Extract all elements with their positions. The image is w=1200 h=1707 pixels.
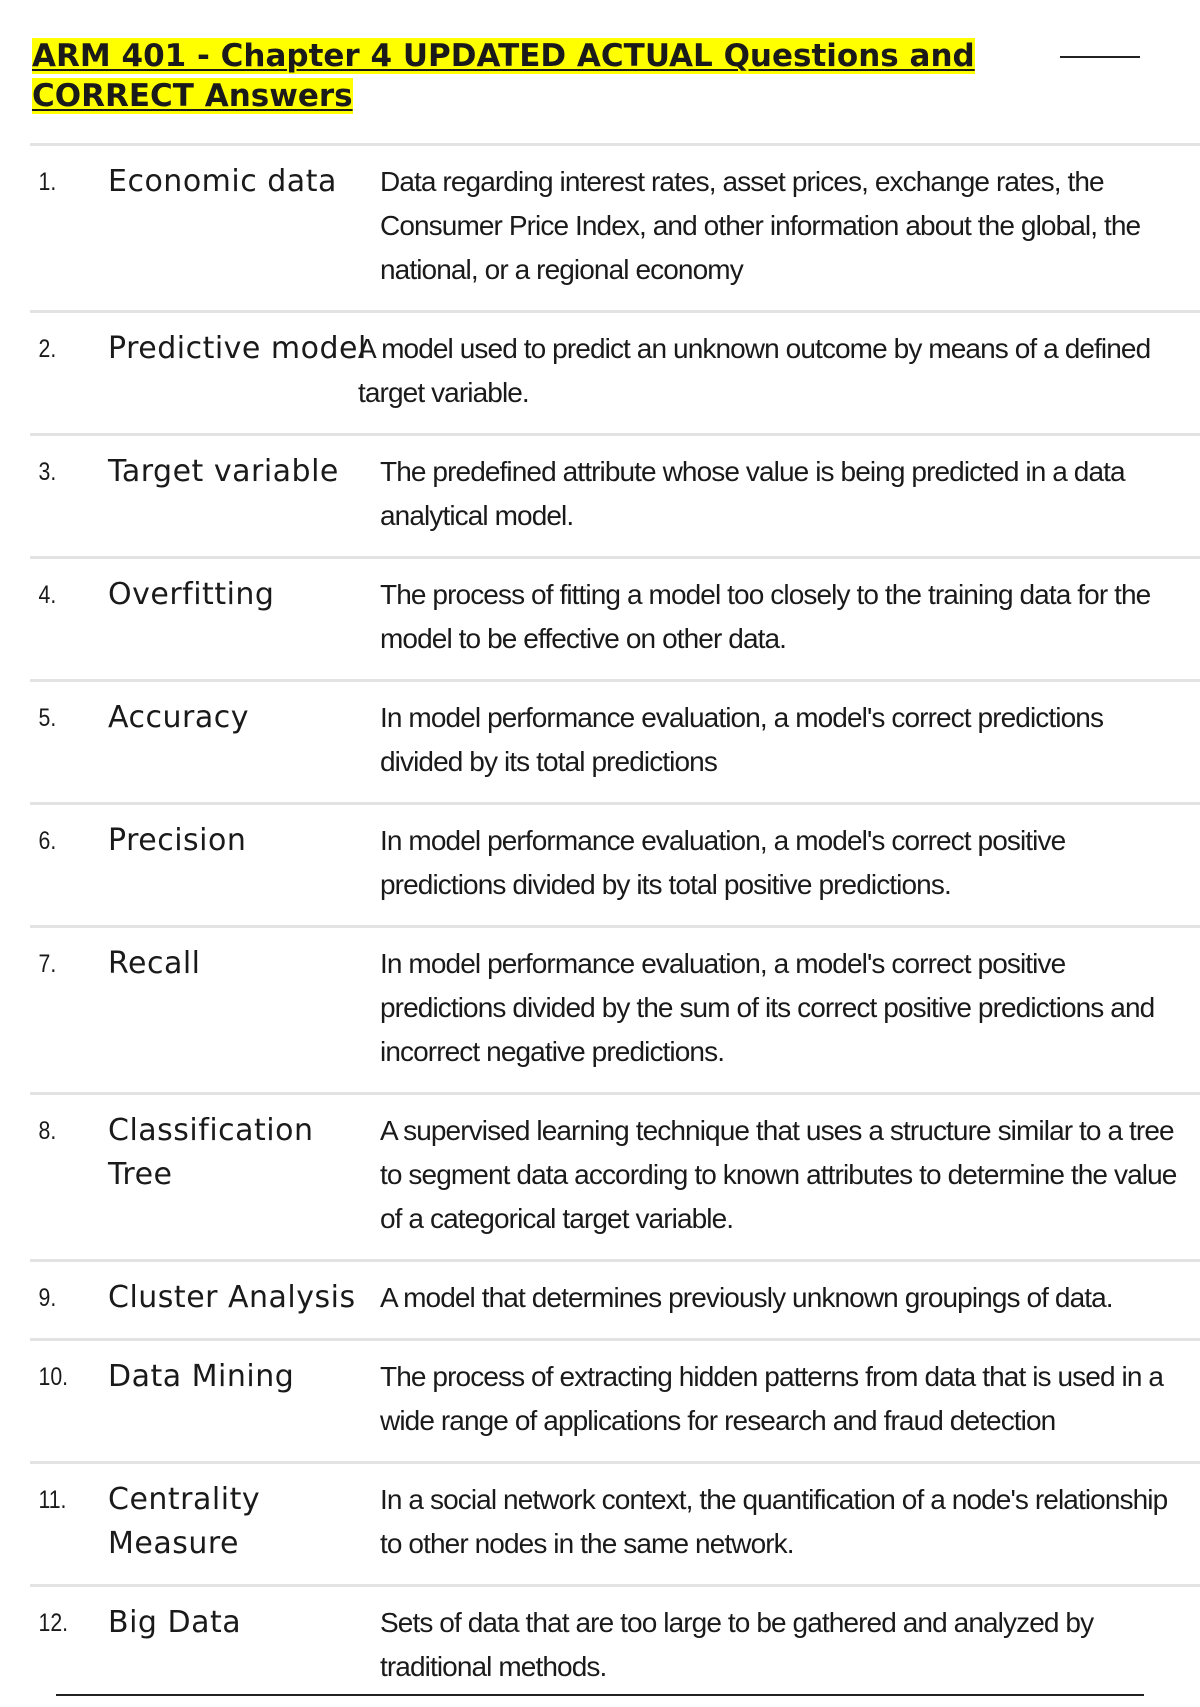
list-item: 6. Precision In model performance evalua… bbox=[30, 802, 1200, 925]
item-number: 5. bbox=[38, 704, 57, 732]
item-term: Economic data bbox=[108, 164, 337, 199]
list-item: 1. Economic data Data regarding interest… bbox=[30, 143, 1200, 310]
footer-rule bbox=[56, 1694, 1144, 1696]
document-title-text: ARM 401 - Chapter 4 UPDATED ACTUAL Quest… bbox=[32, 38, 975, 114]
list-item: 9. Cluster Analysis A model that determi… bbox=[30, 1259, 1200, 1338]
item-number: 11. bbox=[38, 1486, 67, 1514]
item-definition: The predefined attribute whose value is … bbox=[380, 456, 1126, 531]
item-definition: Sets of data that are too large to be ga… bbox=[380, 1607, 1094, 1682]
list-item: 8. Classification Tree A supervised lear… bbox=[30, 1092, 1200, 1259]
list-item: 3. Target variable The predefined attrib… bbox=[30, 433, 1200, 556]
document-title: ARM 401 - Chapter 4 UPDATED ACTUAL Quest… bbox=[32, 36, 1132, 116]
item-term: Recall bbox=[108, 946, 201, 981]
item-term: Data Mining bbox=[108, 1359, 295, 1394]
list-item: 2. Predictive model A model used to pred… bbox=[30, 310, 1200, 433]
flashcard-list: 1. Economic data Data regarding interest… bbox=[30, 143, 1200, 1707]
list-item: 7. Recall In model performance evaluatio… bbox=[30, 925, 1200, 1092]
item-definition: A supervised learning technique that use… bbox=[380, 1115, 1177, 1234]
item-definition: The process of fitting a model too close… bbox=[380, 579, 1151, 654]
item-number: 8. bbox=[38, 1117, 57, 1145]
list-item: 4. Overfitting The process of fitting a … bbox=[30, 556, 1200, 679]
item-term: Overfitting bbox=[108, 577, 275, 612]
item-term: Centrality Measure bbox=[108, 1482, 261, 1561]
item-number: 6. bbox=[38, 827, 57, 855]
title-rule bbox=[1060, 56, 1140, 58]
item-definition: The process of extracting hidden pattern… bbox=[380, 1361, 1164, 1436]
list-item: 5. Accuracy In model performance evaluat… bbox=[30, 679, 1200, 802]
list-item: 12. Big Data Sets of data that are too l… bbox=[30, 1584, 1200, 1707]
item-number: 4. bbox=[38, 581, 57, 609]
item-number: 2. bbox=[38, 335, 57, 363]
item-definition: In model performance evaluation, a model… bbox=[380, 702, 1104, 777]
item-definition: In a social network context, the quantif… bbox=[380, 1484, 1168, 1559]
item-definition: In model performance evaluation, a model… bbox=[380, 948, 1155, 1067]
item-definition: In model performance evaluation, a model… bbox=[380, 825, 1066, 900]
item-term: Big Data bbox=[108, 1605, 242, 1640]
item-definition: A model used to predict an unknown outco… bbox=[358, 333, 1151, 408]
item-term: Precision bbox=[108, 823, 247, 858]
item-number: 12. bbox=[38, 1609, 69, 1637]
list-item: 11. Centrality Measure In a social netwo… bbox=[30, 1461, 1200, 1584]
item-term: Accuracy bbox=[108, 700, 249, 735]
item-number: 7. bbox=[38, 950, 57, 978]
item-definition: A model that determines previously unkno… bbox=[380, 1282, 1114, 1313]
item-term: Cluster Analysis bbox=[108, 1280, 356, 1315]
item-term: Classification Tree bbox=[108, 1113, 314, 1192]
item-number: 10. bbox=[38, 1363, 69, 1391]
item-number: 1. bbox=[38, 168, 57, 196]
item-number: 3. bbox=[38, 458, 57, 486]
item-definition: Data regarding interest rates, asset pri… bbox=[380, 166, 1141, 285]
item-term: Predictive model bbox=[108, 331, 367, 366]
item-number: 9. bbox=[38, 1284, 57, 1312]
list-item: 10. Data Mining The process of extractin… bbox=[30, 1338, 1200, 1461]
item-term: Target variable bbox=[108, 454, 339, 489]
